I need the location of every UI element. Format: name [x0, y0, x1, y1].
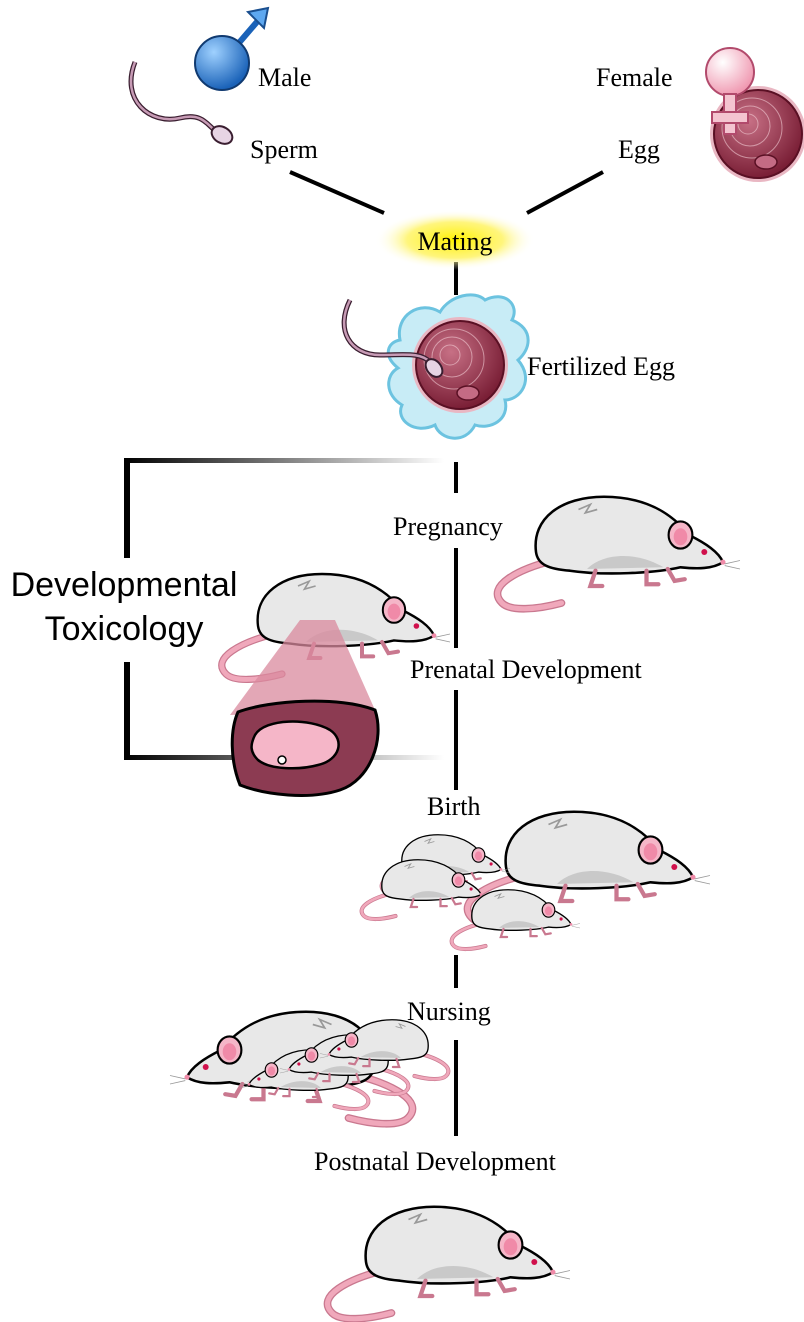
rat-icon [327, 1207, 570, 1319]
birth-litter [362, 812, 710, 949]
birth-label: Birth [427, 792, 480, 821]
female-label: Female [596, 63, 673, 92]
mating-label: Mating [417, 227, 492, 256]
prenatal-label: Prenatal Development [410, 655, 643, 684]
pregnancy-label: Pregnancy [393, 512, 503, 541]
male-label: Male [258, 63, 311, 92]
egg-label: Egg [618, 135, 660, 164]
fertilized-egg-label: Fertilized Egg [527, 352, 675, 381]
nursing-group [170, 1012, 448, 1124]
uterus-icon [232, 701, 378, 795]
nursing-label: Nursing [407, 997, 491, 1026]
fertilized-egg-icon [344, 295, 528, 438]
rat-icon [497, 497, 740, 609]
postnatal-label: Postnatal Development [314, 1147, 557, 1176]
sperm-label: Sperm [250, 135, 318, 164]
toxicology-label-line2: Toxicology [45, 610, 204, 648]
toxicology-label-line1: Developmental [11, 566, 238, 604]
